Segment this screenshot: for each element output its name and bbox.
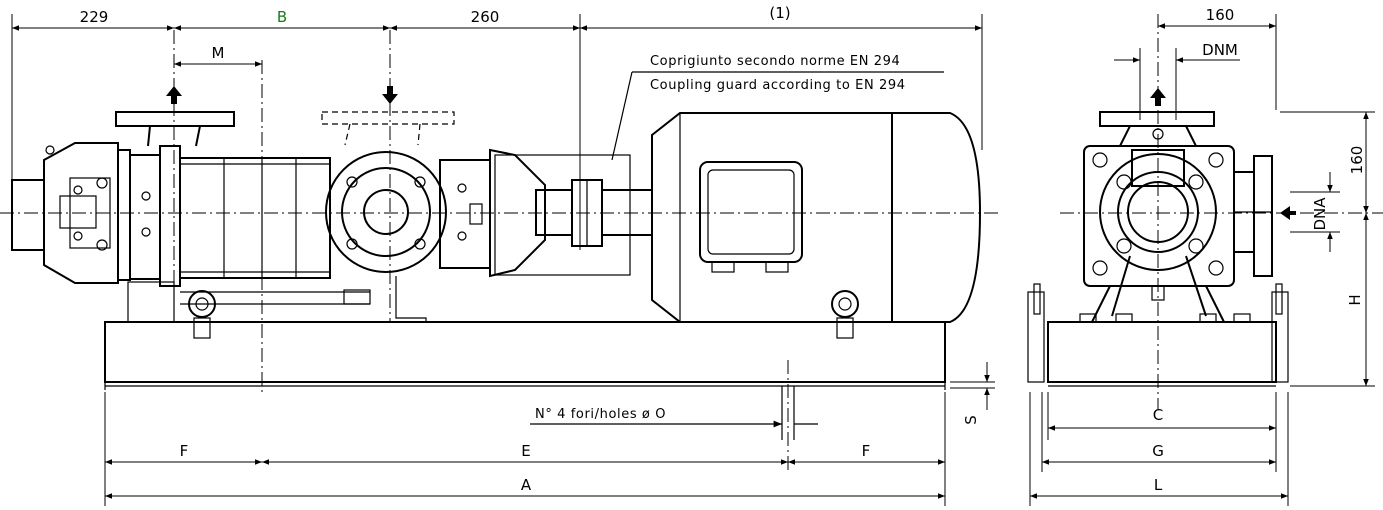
suction-arrow-icon xyxy=(382,86,398,104)
dim-160-top: 160 xyxy=(1206,6,1235,24)
dim-b: B xyxy=(277,8,287,26)
dim-m: M xyxy=(212,44,225,62)
pump-body xyxy=(115,111,546,339)
dim-dnm: DNM xyxy=(1202,41,1238,59)
dim-1: (1) xyxy=(769,4,790,22)
dim-g: G xyxy=(1152,442,1164,460)
dim-160-right: 160 xyxy=(1348,146,1366,175)
motor xyxy=(651,112,982,339)
dim-l: L xyxy=(1154,476,1163,494)
dim-260: 260 xyxy=(471,8,500,26)
dim-229: 229 xyxy=(80,8,109,26)
base-frame xyxy=(104,321,946,390)
dim-dna: DNA xyxy=(1311,197,1329,231)
dim-f-right: F xyxy=(862,442,871,460)
pump-end-cover xyxy=(11,142,119,284)
front-view: 229 B 260 (1) M Coprigiunto secondo norm… xyxy=(0,4,1000,506)
guard-note-it: Coprigiunto secondo norme EN 294 xyxy=(650,54,900,69)
dim-c: C xyxy=(1153,406,1163,424)
dim-f-left: F xyxy=(180,442,189,460)
guard-note-en: Coupling guard according to EN 294 xyxy=(650,78,906,93)
dim-s: S xyxy=(962,415,980,425)
side-suction-arrow-icon xyxy=(1280,206,1296,220)
coupling xyxy=(494,154,653,276)
side-view: 160 DNM 160 DNA H C G L xyxy=(1027,6,1383,506)
dim-e: E xyxy=(521,442,530,460)
side-discharge-arrow-icon xyxy=(1150,88,1166,106)
dim-a: A xyxy=(521,476,532,494)
discharge-arrow-icon xyxy=(166,86,182,104)
holes-note: N° 4 fori/holes ø O xyxy=(535,407,666,422)
dim-h: H xyxy=(1346,294,1364,305)
